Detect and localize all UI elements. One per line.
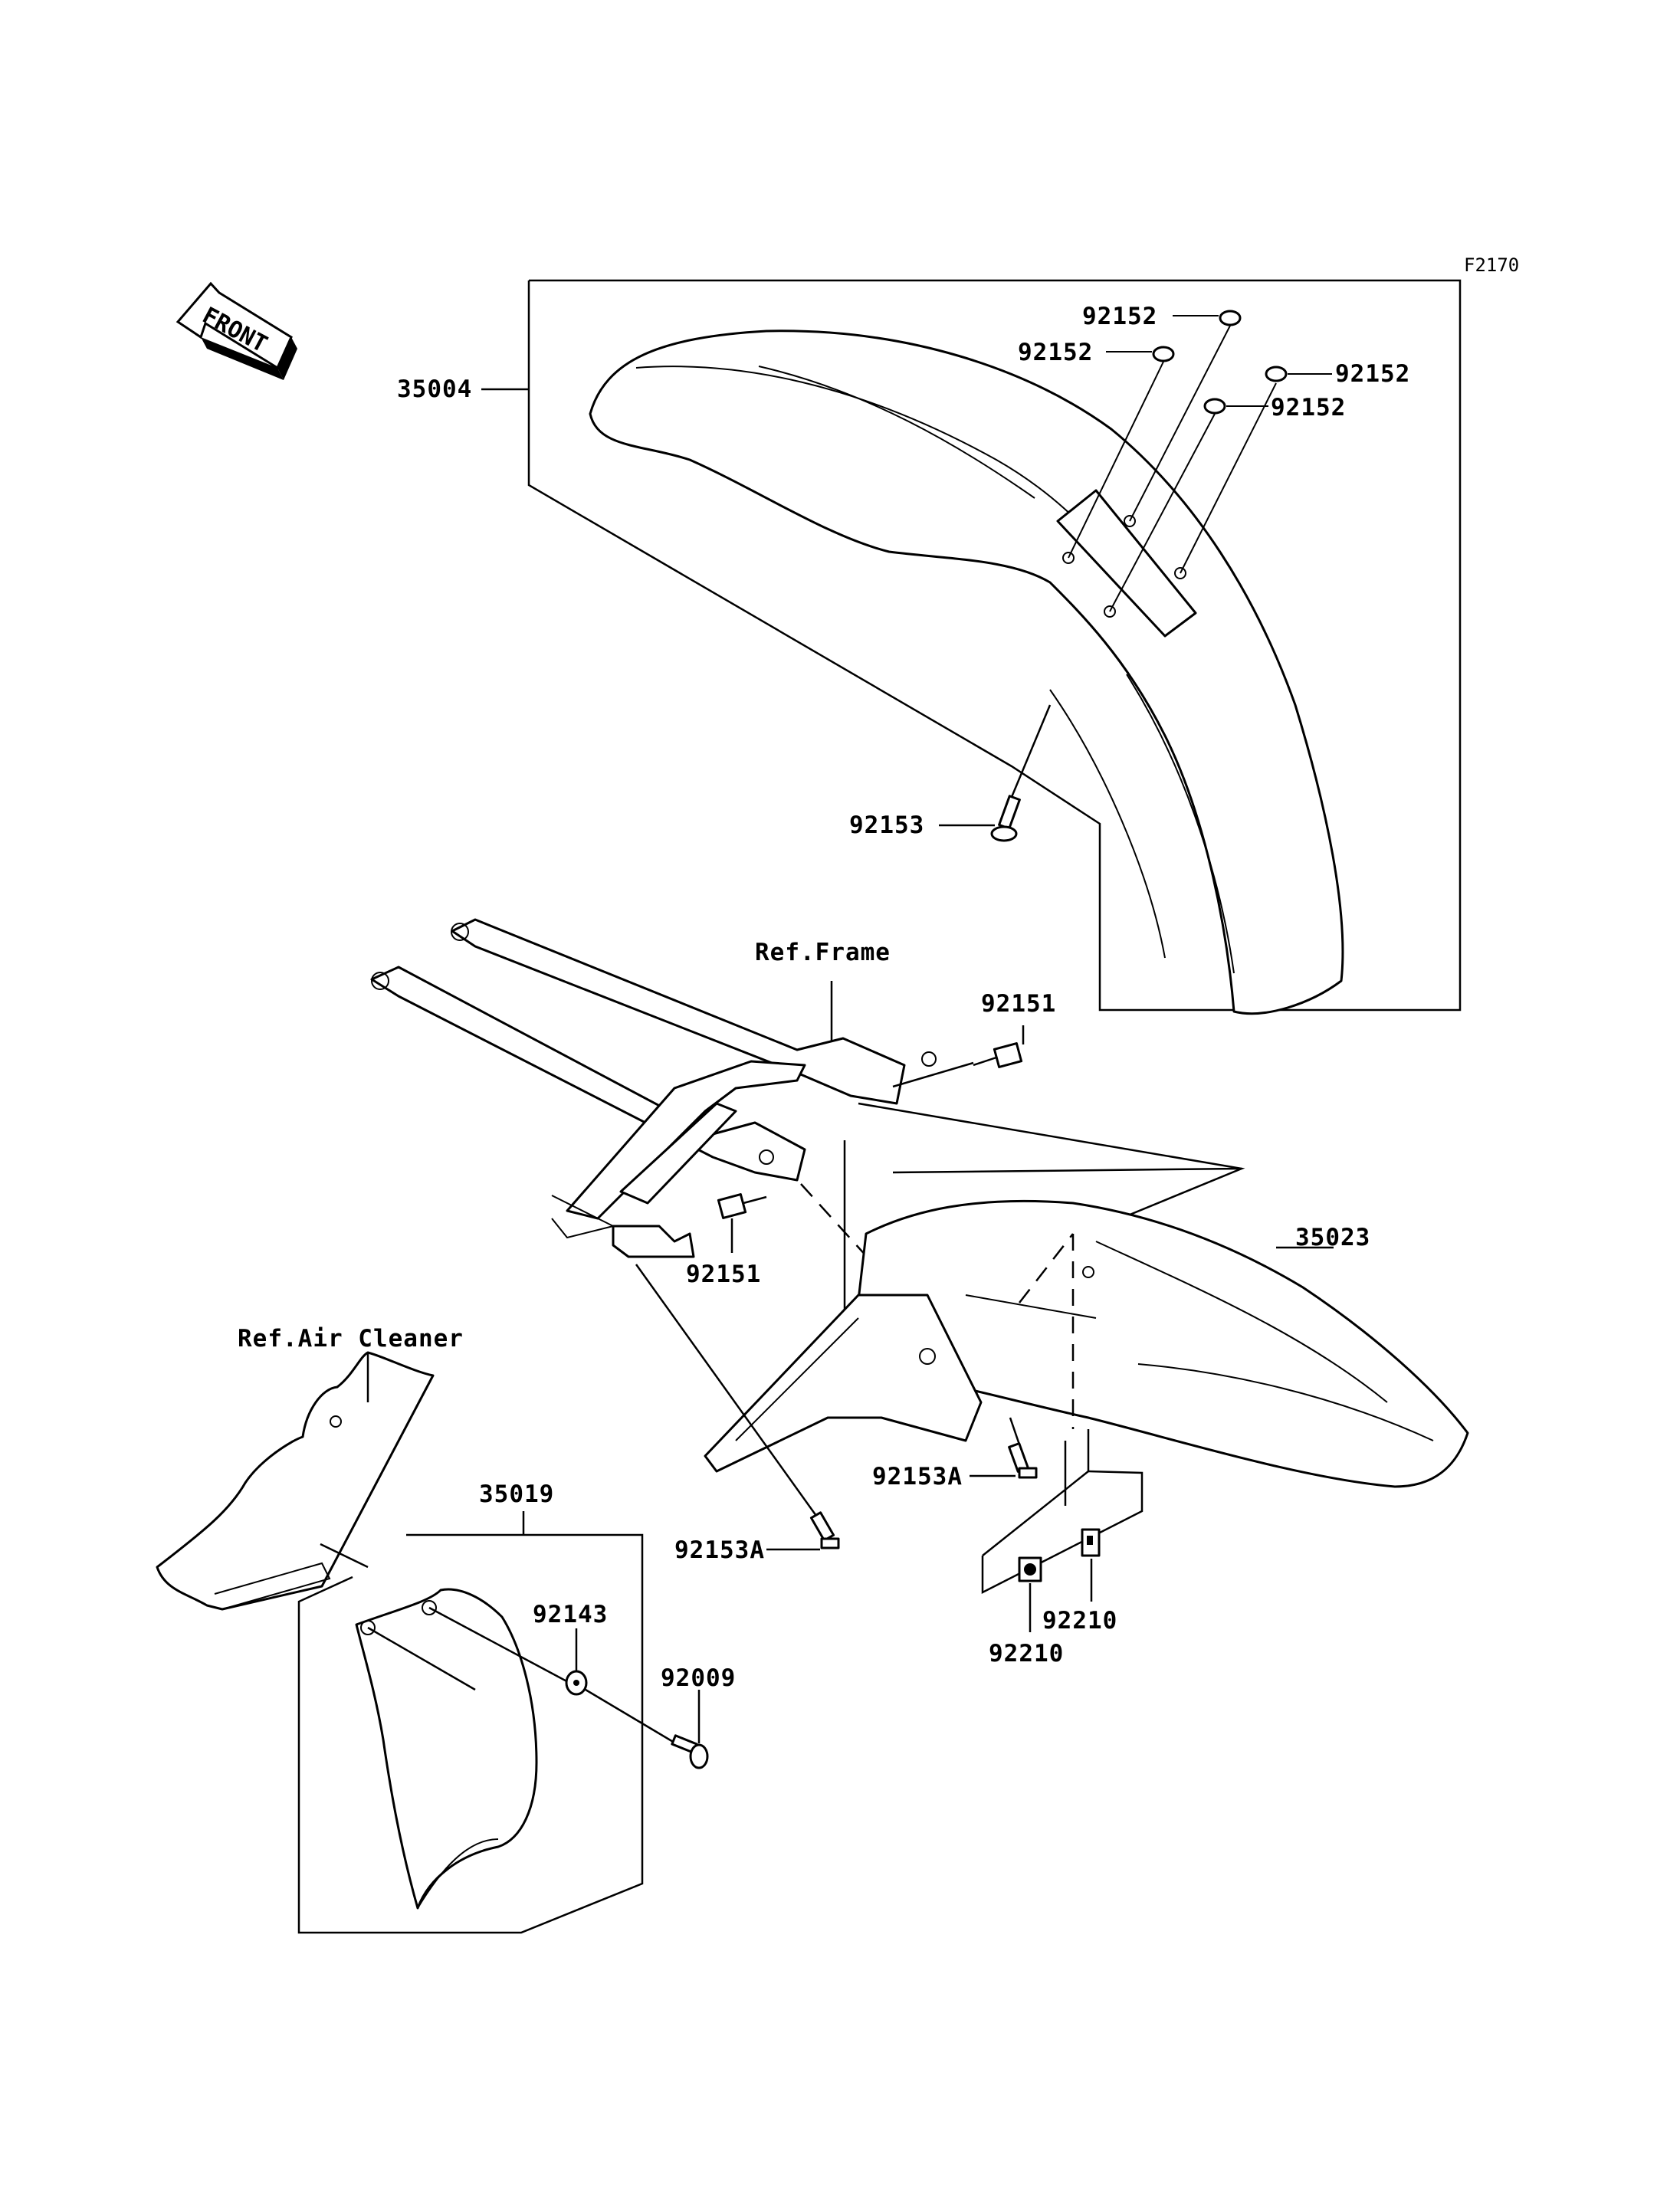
screw-92009 — [671, 1690, 709, 1769]
front-fender-box — [527, 279, 1462, 1012]
label-92153A-b: 92153A — [674, 1536, 765, 1564]
mud-guard-box — [297, 1533, 644, 1934]
label-92152-a: 92152 — [1082, 303, 1157, 330]
label-35019: 35019 — [479, 1481, 554, 1508]
label-92153A-a: 92153A — [872, 1463, 963, 1490]
label-92153: 92153 — [849, 812, 924, 839]
label-35004: 35004 — [397, 375, 472, 403]
washer-92143 — [565, 1628, 683, 1749]
rear-fender — [704, 1199, 1469, 1488]
label-35023: 35023 — [1295, 1224, 1370, 1251]
bolt-92153A-left — [635, 1264, 840, 1551]
front-fender — [589, 330, 1344, 1015]
label-ref-air-cleaner: Ref.Air Cleaner — [238, 1325, 464, 1353]
bolt-92153A-right — [970, 1417, 1038, 1479]
air-cleaner-reference — [156, 1351, 435, 1611]
label-92143: 92143 — [533, 1601, 608, 1628]
label-92152-d: 92152 — [1271, 394, 1346, 421]
mud-guard — [355, 1588, 583, 1910]
bolt-92151-lower — [717, 1193, 767, 1253]
clip-92210-group — [981, 1429, 1144, 1632]
label-92210-a: 92210 — [989, 1640, 1064, 1667]
label-92152-b: 92152 — [1018, 339, 1093, 366]
label-92151-a: 92151 — [981, 990, 1056, 1018]
washer-92152-group — [1068, 310, 1332, 612]
bolt-92153 — [939, 704, 1052, 842]
label-92151-b: 92151 — [686, 1261, 761, 1288]
label-92152-c: 92152 — [1335, 360, 1410, 388]
front-arrow-icon: FRONT — [176, 281, 297, 380]
label-92210-b: 92210 — [1042, 1607, 1117, 1635]
figure-code: F2170 — [1464, 254, 1519, 276]
label-ref-frame: Ref.Frame — [755, 939, 891, 966]
bolt-92151-upper — [973, 1025, 1025, 1068]
label-92009: 92009 — [661, 1664, 736, 1692]
frame-reference — [370, 918, 937, 1258]
